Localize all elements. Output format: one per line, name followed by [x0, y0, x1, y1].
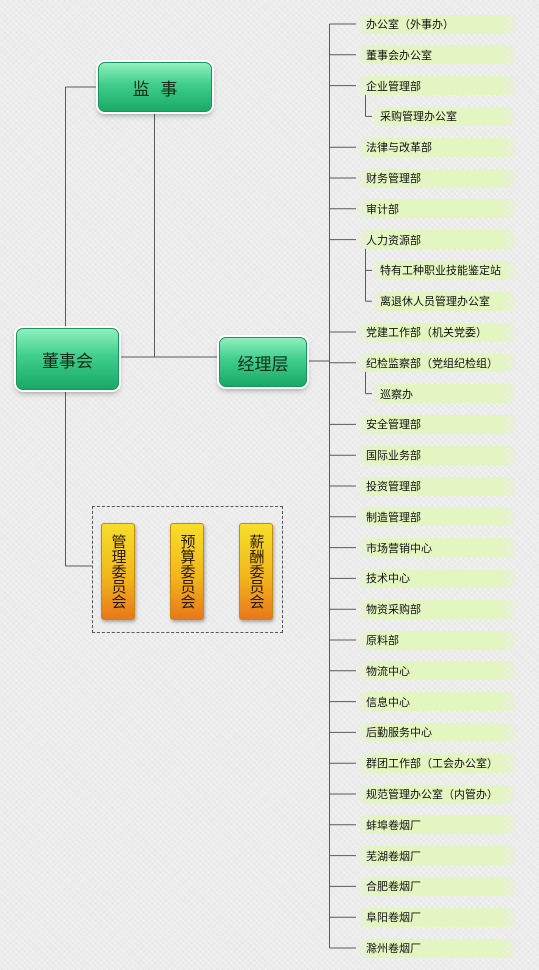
department-item[interactable]: 党建工作部（机关党委） — [360, 322, 515, 342]
department-item[interactable]: 后勤服务中心 — [360, 722, 515, 742]
department-item[interactable]: 技术中心 — [360, 568, 515, 588]
supervisor-node[interactable]: 监 事 — [98, 62, 212, 112]
department-item[interactable]: 信息中心 — [360, 692, 515, 712]
department-item[interactable]: 原料部 — [360, 630, 515, 650]
department-item[interactable]: 合肥卷烟厂 — [360, 876, 515, 896]
department-item[interactable]: 采购管理办公室 — [374, 106, 515, 126]
department-item[interactable]: 规范管理办公室（内管办） — [360, 784, 515, 804]
department-item[interactable]: 滁州卷烟厂 — [360, 938, 515, 958]
committee-compensation[interactable]: 薪酬委员会 — [239, 523, 273, 620]
department-item[interactable]: 办公室（外事办） — [360, 14, 515, 34]
committee-management[interactable]: 管理委员会 — [101, 523, 135, 620]
department-item[interactable]: 董事会办公室 — [360, 45, 515, 65]
department-item[interactable]: 市场营销中心 — [360, 538, 515, 558]
management-node[interactable]: 经理层 — [219, 337, 307, 387]
department-item[interactable]: 人力资源部 — [360, 230, 515, 250]
department-item[interactable]: 群团工作部（工会办公室） — [360, 753, 515, 773]
committee-group — [92, 506, 283, 633]
department-item[interactable]: 蚌埠卷烟厂 — [360, 815, 515, 835]
committee-budget[interactable]: 预算委员会 — [170, 523, 204, 620]
department-item[interactable]: 特有工种职业技能鉴定站 — [374, 260, 515, 280]
department-item[interactable]: 财务管理部 — [360, 168, 515, 188]
board-node[interactable]: 董事会 — [16, 328, 119, 390]
department-item[interactable]: 企业管理部 — [360, 76, 515, 96]
department-item[interactable]: 物资采购部 — [360, 599, 515, 619]
department-item[interactable]: 物流中心 — [360, 661, 515, 681]
department-item[interactable]: 投资管理部 — [360, 476, 515, 496]
department-item[interactable]: 审计部 — [360, 199, 515, 219]
department-item[interactable]: 安全管理部 — [360, 414, 515, 434]
department-item[interactable]: 芜湖卷烟厂 — [360, 846, 515, 866]
department-item[interactable]: 制造管理部 — [360, 507, 515, 527]
department-item[interactable]: 巡察办 — [374, 384, 515, 404]
department-item[interactable]: 纪检监察部（党组纪检组） — [360, 353, 515, 373]
department-item[interactable]: 离退休人员管理办公室 — [374, 291, 515, 311]
department-item[interactable]: 阜阳卷烟厂 — [360, 907, 515, 927]
department-item[interactable]: 法律与改革部 — [360, 137, 515, 157]
department-item[interactable]: 国际业务部 — [360, 445, 515, 465]
